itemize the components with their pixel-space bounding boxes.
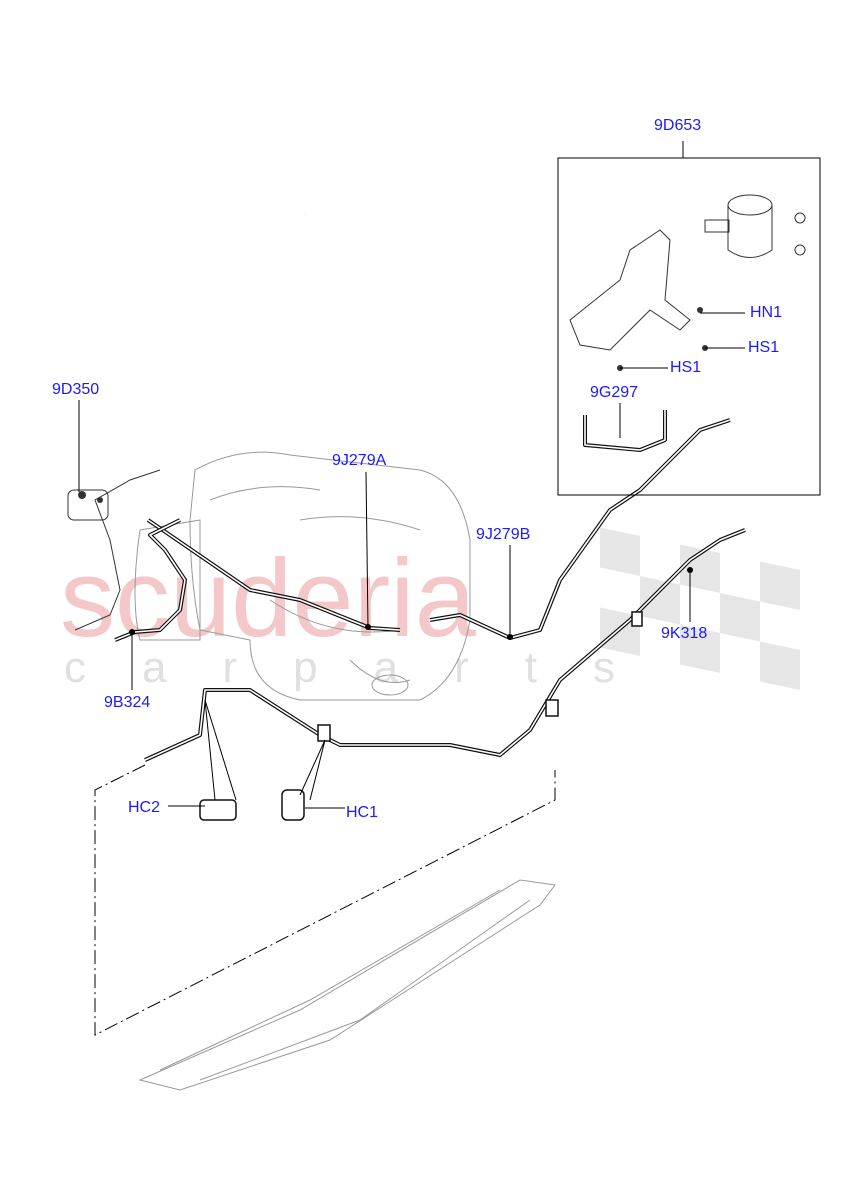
label-9D653: 9D653 (654, 117, 702, 134)
watermark-car-parts: carparts (64, 643, 671, 692)
label-9G297: 9G297 (590, 384, 639, 401)
label-HS1: HS1 (670, 359, 702, 376)
inset-box-9D653 (557, 141, 821, 496)
label-9J279A: 9J279A (332, 452, 387, 469)
label-HN1: HN1 (750, 304, 783, 321)
label-9B324: 9B324 (104, 694, 151, 711)
label-9K318: 9K318 (661, 625, 708, 642)
label-9J279B: 9J279B (476, 526, 531, 543)
label-HS1: HS1 (748, 339, 780, 356)
leader-lines (78, 312, 745, 809)
label-9D350: 9D350 (52, 381, 100, 398)
dash-dot-frame (94, 764, 556, 1036)
checkered-flag-watermark (600, 527, 800, 691)
floor-panel (138, 879, 556, 1091)
clips (199, 611, 643, 821)
valve-9D350 (67, 489, 109, 521)
fuel-pipes (74, 418, 746, 762)
fuel-tank (134, 451, 471, 701)
label-HC1: HC1 (346, 804, 379, 821)
filler-neck (134, 212, 330, 502)
watermark-scuderia: scuderia (60, 537, 477, 660)
label-HC2: HC2 (128, 799, 161, 816)
